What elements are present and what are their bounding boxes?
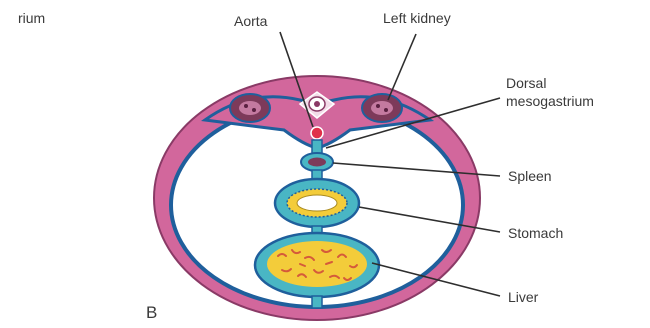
stomach: [275, 179, 359, 227]
dorsal-mesogastrium-label-line2: mesogastrium: [506, 93, 594, 109]
dorsal-mesogastrium-label-line1: Dorsal: [506, 75, 546, 91]
stomach-label: Stomach: [508, 225, 563, 241]
truncated-left-label: rium: [18, 10, 45, 26]
ventral-mesentery: [312, 296, 322, 308]
aorta-label: Aorta: [234, 13, 268, 29]
aorta: [311, 127, 323, 139]
liver: [255, 233, 379, 297]
spleen-label: Spleen: [508, 168, 552, 184]
panel-letter: B: [146, 303, 157, 322]
left-kidney: [362, 94, 402, 122]
left-kidney-label: Left kidney: [383, 10, 451, 26]
liver-label: Liver: [508, 289, 539, 305]
left-kidney-leader: [388, 34, 416, 100]
right-kidney: [230, 94, 270, 122]
